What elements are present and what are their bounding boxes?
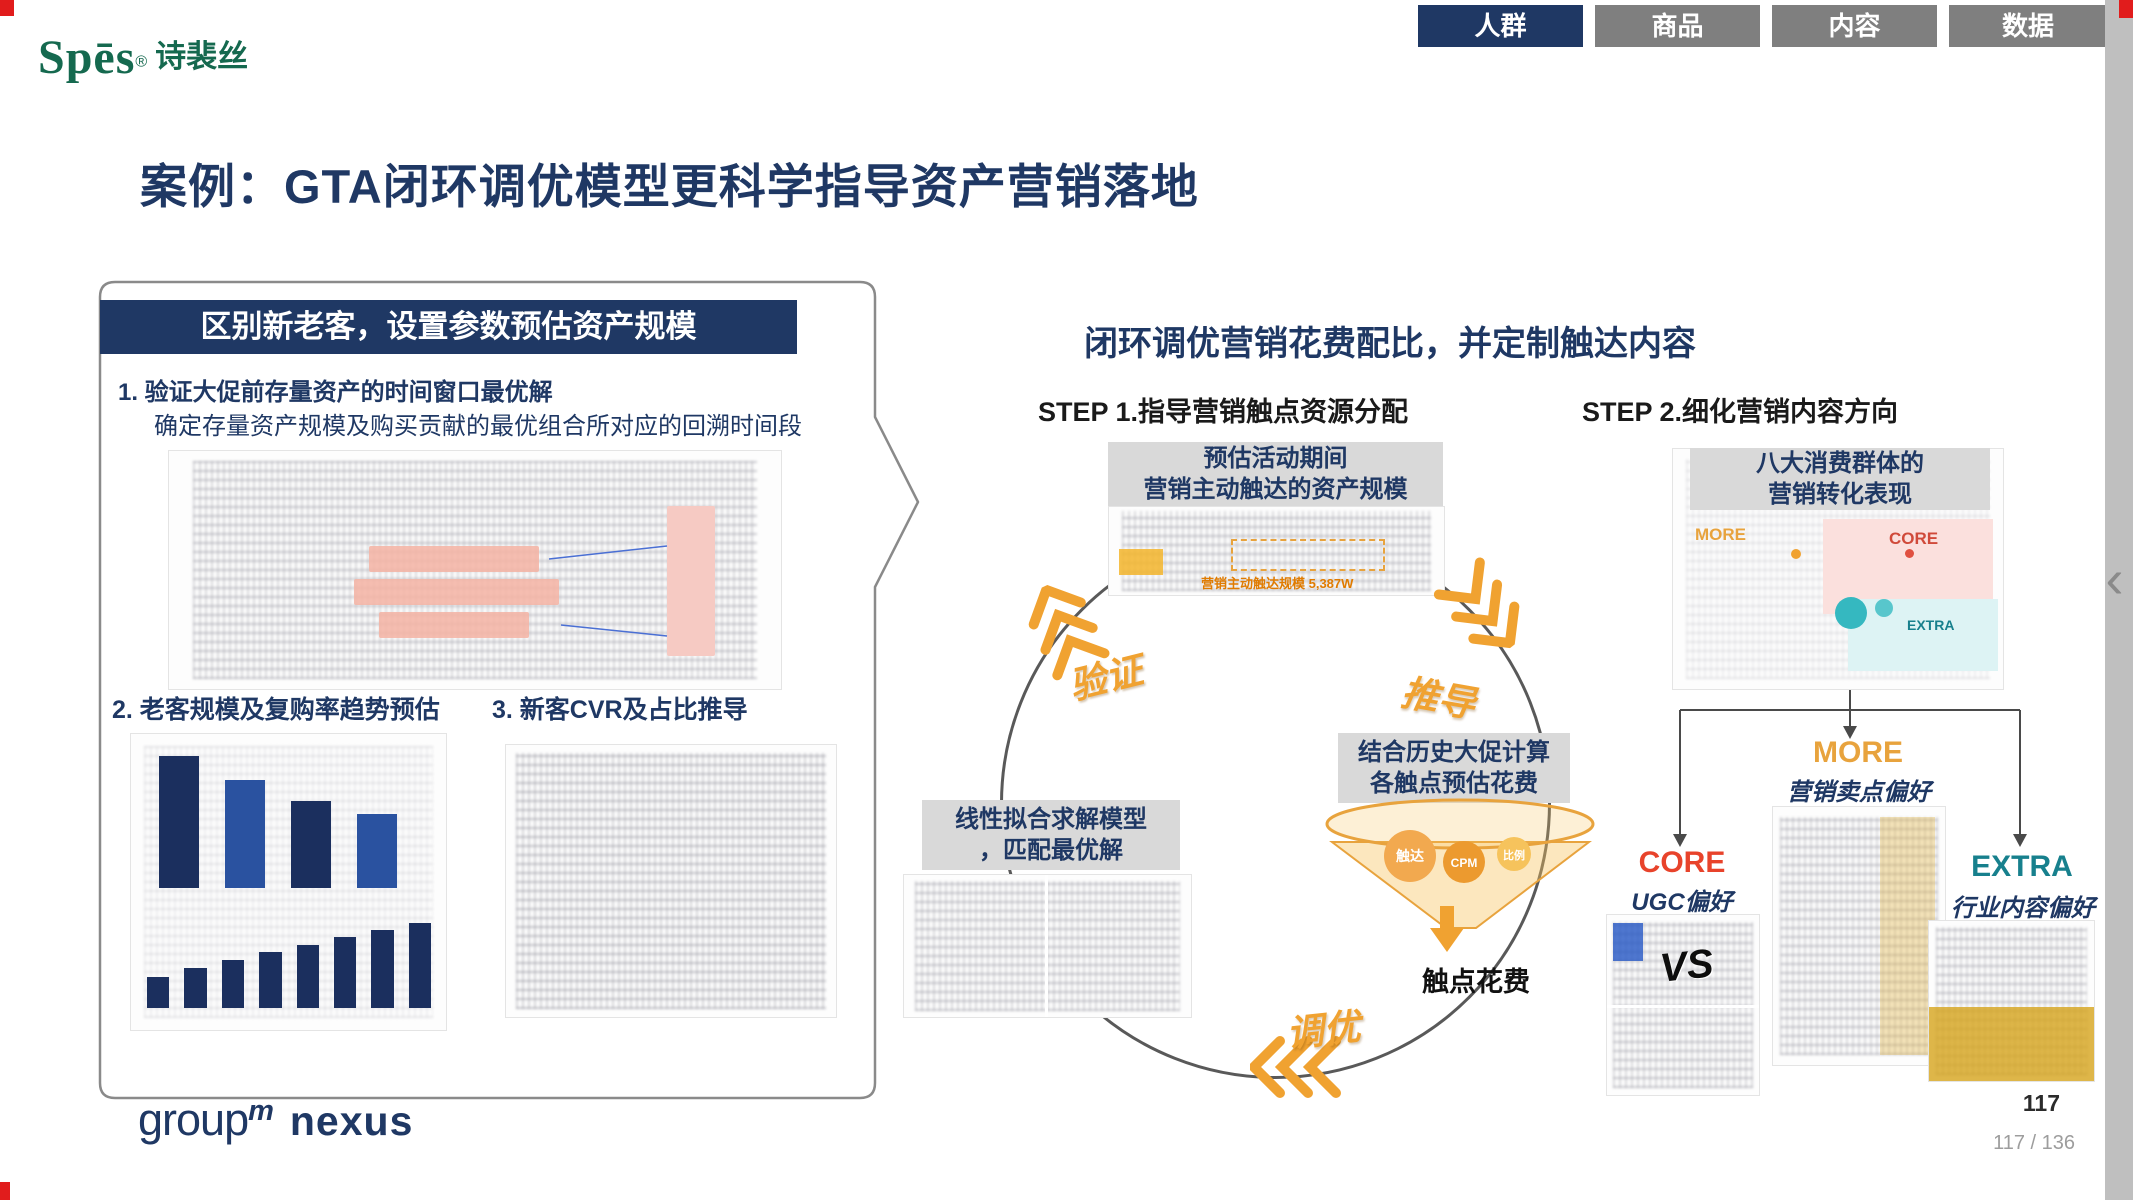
segment-core-ugc-image — [1606, 914, 1760, 1096]
touchpoint-cost-label: 触点花费 — [1422, 967, 1530, 997]
down-arrow-head-icon — [1430, 928, 1464, 952]
scatter-dot-orange — [1791, 549, 1801, 559]
left-panel-header: 区别新老客，设置参数预估资产规模 — [100, 300, 797, 354]
left-item1-line1: 1. 验证大促前存量资产的时间窗口最优解 — [118, 379, 553, 406]
loop-label-tune: 调优 — [1284, 1006, 1363, 1055]
brand-logo: Spēs® 诗裴丝 — [38, 30, 248, 85]
red-corner-mark-bottom-left — [0, 1182, 10, 1200]
loop-chevrons-tune-icon — [1250, 1036, 1341, 1098]
bar — [371, 929, 394, 1008]
step2-label: STEP 2.细化营销内容方向 — [1582, 397, 1899, 427]
yellow-highlight-block — [1119, 549, 1163, 575]
bar-chart-bottom-series — [147, 916, 431, 1008]
red-corner-mark-top-left — [0, 0, 14, 16]
bar — [357, 814, 397, 888]
brand-logo-latin: Spēs — [38, 31, 136, 84]
vs-label: VS — [1657, 941, 1716, 991]
tab-content[interactable]: 内容 — [1772, 5, 1937, 47]
bar — [296, 944, 319, 1008]
gold-content-block — [1929, 1007, 2094, 1081]
segment-extra-title: EXTRA — [1971, 850, 2073, 883]
estimate-box: 预估活动期间 营销主动触达的资产规模 — [1108, 442, 1443, 506]
bar — [225, 779, 265, 888]
registered-mark-icon: ® — [135, 53, 148, 71]
linear-fit-box: 线性拟合求解模型 ，匹配最优解 — [922, 800, 1180, 870]
bar — [259, 951, 282, 1008]
bar — [147, 976, 170, 1008]
slide-page-number: 117 — [2022, 1090, 2060, 1116]
tab-data[interactable]: 数据 — [1949, 5, 2107, 47]
new-customer-cvr-table-image — [505, 744, 837, 1018]
scatter-dot-teal-small — [1875, 599, 1893, 617]
left-item2-label: 2. 老客规模及复购率趋势预估 — [112, 696, 440, 724]
segment-more-title: MORE — [1813, 736, 1903, 769]
scatter-dot-red — [1905, 549, 1914, 558]
viewer-page-indicator: 117 / 136 — [1993, 1132, 2075, 1154]
bar — [291, 800, 331, 888]
funnel-label-ratio: 比例 — [1503, 848, 1525, 862]
down-arrow-icon — [1440, 906, 1454, 928]
scatter-label-more: MORE — [1695, 525, 1746, 544]
bar — [408, 923, 431, 1008]
red-corner-mark-top-right — [2119, 0, 2133, 18]
segment-extra-content-image — [1928, 920, 2095, 1082]
bar — [184, 967, 207, 1008]
scatter-label-extra: EXTRA — [1907, 617, 1955, 633]
video-thumbnail-block — [1613, 923, 1643, 961]
scatter-label-core: CORE — [1889, 529, 1939, 548]
nav-arrow-icon[interactable]: ‹ — [2105, 549, 2124, 609]
page-title: 案例：GTA闭环调优模型更科学指导资产营销落地 — [140, 160, 1199, 213]
old-customer-trend-chart-image — [130, 733, 447, 1031]
touchpoint-funnel: 触达 CPM 比例 — [1325, 798, 1595, 929]
scatter-dot-teal-large — [1835, 597, 1867, 629]
bar — [333, 937, 357, 1008]
left-item3-label: 3. 新客CVR及占比推导 — [492, 696, 748, 724]
right-section-header: 闭环调优营销花费配比，并定制触达内容 — [1084, 325, 1696, 363]
left-item1-line2: 确定存量资产规模及购买贡献的最优组合所对应的回溯时间段 — [154, 413, 802, 440]
linear-fit-mini-image — [903, 874, 1192, 1018]
funnel-label-cpm: CPM — [1451, 856, 1478, 870]
connector-lines-decor — [548, 545, 668, 637]
segment-core-subtitle: UGC偏好 — [1631, 889, 1733, 916]
tab-product[interactable]: 商品 — [1595, 5, 1760, 47]
time-window-analysis-image — [168, 450, 782, 690]
loop-chevrons-verify-icon — [1028, 583, 1110, 681]
bar — [221, 960, 245, 1008]
groupm-logo-m: m — [248, 1095, 274, 1127]
brand-logo-chinese: 诗裴丝 — [155, 39, 249, 74]
segment-extra-subtitle: 行业内容偏好 — [1951, 895, 2095, 922]
segment-connector-arrows — [1673, 686, 2027, 847]
bar — [159, 756, 199, 888]
estimate-caption: 营销主动触达规模 5,387W — [1201, 576, 1354, 591]
history-calc-box: 结合历史大促计算 各触点预估花费 — [1338, 733, 1570, 803]
nexus-logo-text: nexus — [289, 1098, 414, 1144]
step1-label: STEP 1.指导营销触点资源分配 — [1038, 397, 1409, 427]
dashed-highlight-box — [1231, 539, 1385, 571]
groupm-logo-text: group — [138, 1094, 249, 1145]
bar-chart-top-series — [159, 756, 421, 888]
tab-crowd[interactable]: 人群 — [1418, 5, 1583, 47]
groups-box: 八大消费群体的 营销转化表现 — [1690, 448, 1990, 510]
segment-more-subtitle: 营销卖点偏好 — [1787, 779, 1931, 806]
segment-core-title: CORE — [1638, 846, 1726, 879]
viewer-side-strip — [2105, 0, 2133, 1200]
estimate-mini-image: 营销主动触达规模 5,387W — [1108, 506, 1445, 596]
segment-more-table-image — [1772, 806, 1946, 1066]
funnel-label-reach: 触达 — [1395, 848, 1424, 864]
loop-chevrons-derive-icon — [1433, 557, 1520, 649]
